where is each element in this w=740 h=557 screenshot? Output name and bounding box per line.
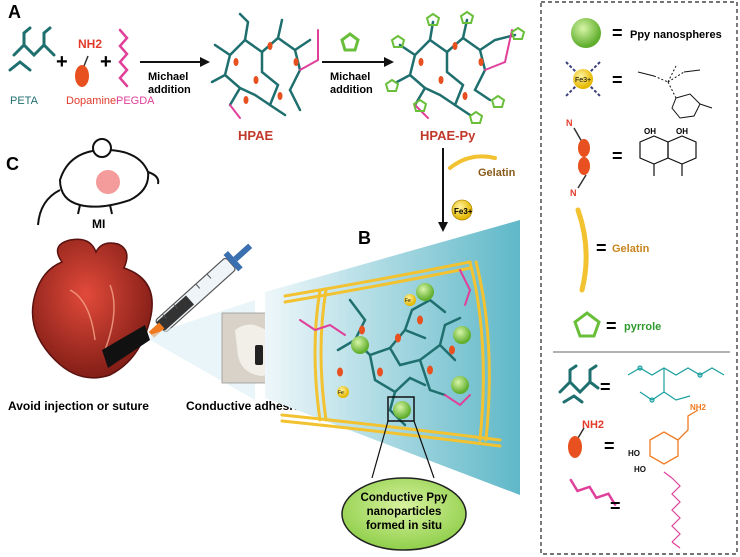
michael-2-line2: addition [330, 84, 373, 96]
gelatin-label: Gelatin [478, 167, 516, 179]
legend-catechol-link-icon [573, 127, 590, 189]
arrow-michael-2 [322, 57, 394, 67]
callout-line-3: formed in situ [366, 520, 442, 532]
arrow-michael-1 [140, 57, 210, 67]
fe-crosslinks [337, 294, 416, 398]
hpae-py-pyrrole-rings [384, 10, 526, 124]
hpae-network [210, 12, 319, 119]
peta-structure [627, 365, 725, 403]
callout-line-1: Conductive Ppy [361, 492, 449, 504]
dopamine-label: Dopamine [66, 95, 116, 107]
legend-eq-pyrrole: = [606, 316, 617, 336]
ppy-nanospheres [351, 283, 471, 419]
mouse-infarct-spot [96, 170, 120, 194]
hpae-py-network [395, 18, 517, 119]
michael-1-line1: Michael [148, 71, 188, 83]
panel-label-b: B [358, 228, 371, 248]
callout-line-2: nanoparticles [367, 506, 442, 518]
hpae-py-label: HPAE-Py [420, 128, 476, 143]
legend-pyrrole-icon [573, 311, 601, 338]
fe-small-label-2: Fe [338, 390, 344, 396]
legend-pyrrole-label: pyrrole [624, 321, 661, 333]
heart-illustration [31, 238, 153, 379]
legend-peta-icon [558, 364, 600, 404]
legend-eq-dopamine: = [604, 436, 615, 456]
michael-2-line1: Michael [330, 71, 370, 83]
legend-ppy-label: Ppy nanospheres [630, 29, 722, 41]
dicatechol-structure [639, 135, 697, 176]
fe-small-label-1: Fe [405, 298, 411, 304]
hpae-label: HPAE [238, 128, 273, 143]
syringe-illustration [102, 243, 253, 368]
legend-fe-icon [565, 61, 601, 97]
legend-eq-ppy: = [612, 23, 623, 43]
callout-bubble [341, 477, 467, 551]
panel-label-a: A [8, 2, 21, 22]
fe-catechol-structure [637, 65, 713, 119]
legend-n-bottom: N [570, 188, 577, 198]
gelatin-network [280, 260, 502, 448]
legend-eq-pegda: = [610, 496, 621, 516]
legend-dopamine-struct-nh2: NH2 [690, 403, 707, 412]
zoom-box [387, 396, 415, 422]
legend-ho-2: HO [634, 465, 646, 474]
peta-icon [8, 26, 56, 72]
legend-gelatin-icon [575, 207, 589, 293]
dopamine-icon [75, 55, 89, 87]
fe3-ion-icon [451, 199, 473, 221]
legend-dopamine-icon [568, 427, 585, 458]
panel-label-c: C [6, 154, 19, 174]
pegda-label: PEGDA [116, 95, 155, 107]
legend-gelatin-label: Gelatin [612, 243, 650, 255]
pegda-links [299, 269, 472, 407]
plus-1: + [56, 51, 68, 73]
avoid-label: Avoid injection or suture [8, 399, 149, 413]
legend-eq-fe: = [612, 70, 623, 90]
legend-oh-2: OH [676, 127, 688, 136]
legend-n-top: N [566, 118, 573, 128]
legend-ho-1: HO [628, 449, 640, 458]
pegda-structure [663, 471, 681, 549]
dopamine-nh2: NH2 [78, 37, 102, 51]
fe3-label: Fe3+ [454, 207, 473, 216]
dopamine-structure [649, 409, 699, 465]
legend-fe-label: Fe3+ [575, 77, 591, 84]
legend-ppy-icon [571, 18, 601, 48]
legend-pegda-icon [569, 478, 617, 506]
legend-eq-catechol: = [612, 146, 623, 166]
plus-2: + [100, 51, 112, 73]
legend-eq-gelatin: = [596, 238, 607, 258]
legend-box [540, 1, 738, 555]
arrow-down [438, 148, 448, 232]
michael-1-line2: addition [148, 84, 191, 96]
pyrrole-reagent-icon [340, 32, 360, 52]
peta-label: PETA [10, 95, 39, 107]
adhesive-label: Conductive adhesive [186, 399, 306, 413]
legend-dopamine-nh2: NH2 [582, 419, 604, 431]
mi-label: MI [92, 217, 105, 231]
legend-eq-peta: = [600, 377, 611, 397]
gelatin-strand-icon [448, 154, 497, 170]
hydrogel-network [336, 298, 462, 427]
legend-oh-1: OH [644, 127, 656, 136]
pegda-icon [118, 28, 129, 88]
